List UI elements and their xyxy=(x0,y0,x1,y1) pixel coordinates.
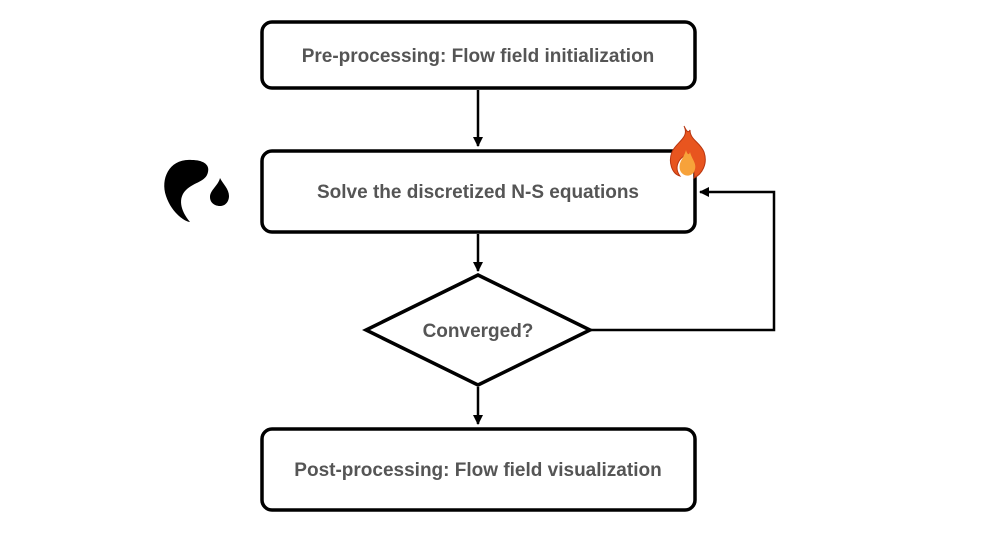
decision-label: Converged? xyxy=(423,321,534,342)
arrow-loop-back-to-solve xyxy=(590,187,776,332)
postprocess-label: Post-processing: Flow field visualizatio… xyxy=(294,460,661,481)
ink-drop-logo-icon xyxy=(164,159,229,222)
decision-node: Converged? xyxy=(362,273,594,387)
preprocess-label: Pre-processing: Flow field initializatio… xyxy=(302,46,655,67)
flame-icon xyxy=(669,125,706,179)
preprocess-box xyxy=(260,20,697,90)
postprocess-node: Post-processing: Flow field visualizatio… xyxy=(260,427,697,512)
decision-diamond xyxy=(362,273,594,387)
solve-node: Solve the discretized N-S equations xyxy=(260,149,697,234)
postprocess-box xyxy=(260,427,697,512)
solve-box xyxy=(260,149,697,234)
solve-label: Solve the discretized N-S equations xyxy=(317,182,639,203)
preprocess-node: Pre-processing: Flow field initializatio… xyxy=(260,20,697,90)
